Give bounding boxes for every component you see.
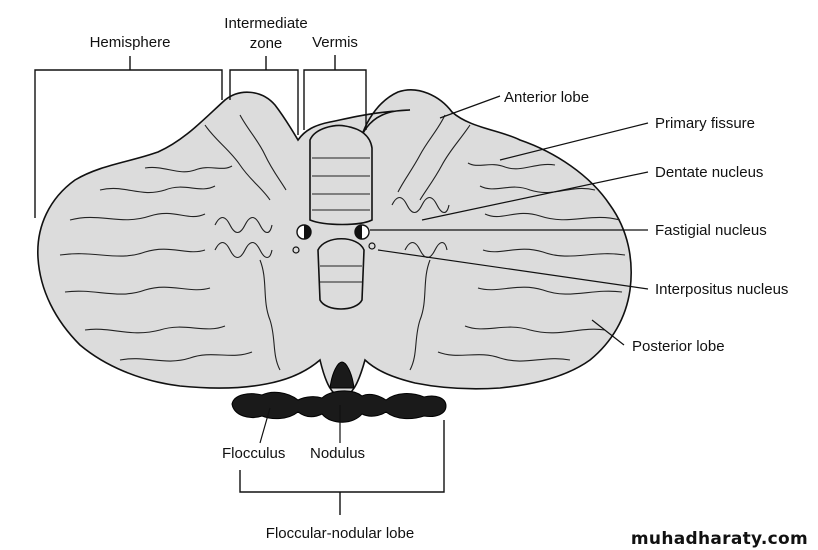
label-posterior-lobe: Posterior lobe xyxy=(632,338,725,355)
label-intermediate-zone-line2: zone xyxy=(250,35,283,52)
label-fastigial-nucleus: Fastigial nucleus xyxy=(655,222,767,239)
label-anterior-lobe: Anterior lobe xyxy=(504,89,589,106)
label-nodulus: Nodulus xyxy=(310,445,365,462)
top-brackets xyxy=(34,55,367,218)
flocculonodular-lobe-shape xyxy=(231,361,447,423)
label-hemisphere: Hemisphere xyxy=(90,34,171,51)
label-vermis: Vermis xyxy=(312,34,358,51)
bottom-bracket xyxy=(239,420,445,515)
leader-lines xyxy=(259,95,649,444)
label-dentate-nucleus: Dentate nucleus xyxy=(655,164,763,181)
label-primary-fissure: Primary fissure xyxy=(655,115,755,132)
label-interpositus-nucleus: Interpositus nucleus xyxy=(655,281,788,298)
watermark-text: muhadharaty.com xyxy=(631,529,808,549)
labels: Hemisphere Intermediate zone Vermis Ante… xyxy=(90,15,789,542)
label-flocculus: Flocculus xyxy=(222,445,285,462)
label-intermediate-zone-line1: Intermediate xyxy=(224,15,307,32)
label-floccular-nodular-lobe: Floccular-nodular lobe xyxy=(266,525,414,542)
cerebellum-body xyxy=(37,89,632,399)
